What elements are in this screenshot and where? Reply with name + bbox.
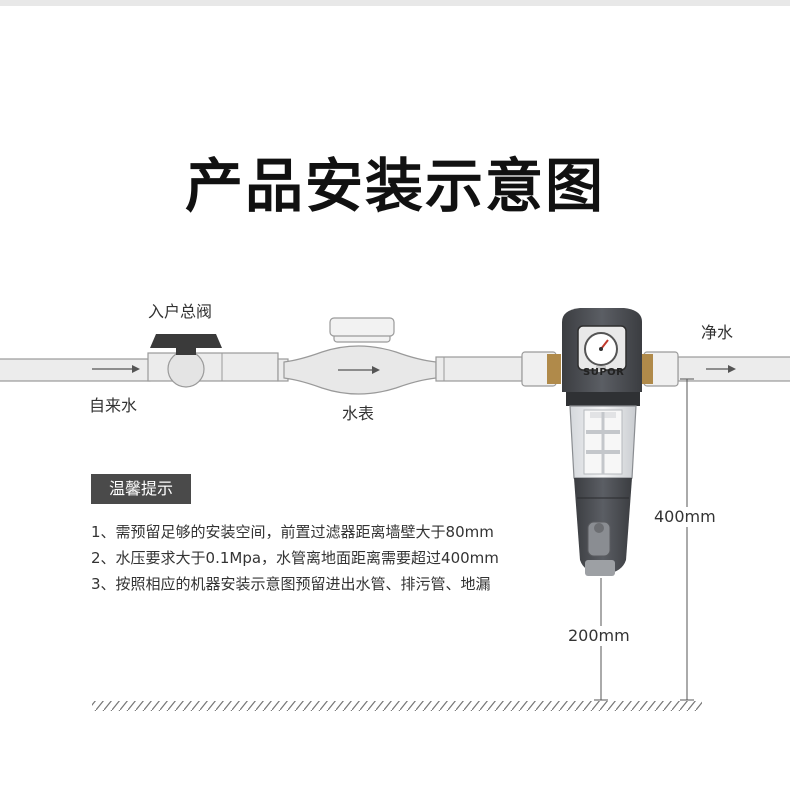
inlet-pipe bbox=[0, 358, 151, 382]
page-title: 产品安装示意图 bbox=[184, 152, 605, 220]
ground-hatch bbox=[92, 701, 702, 711]
pipe-after-meter bbox=[435, 356, 523, 382]
label-water-meter: 水表 bbox=[342, 404, 375, 423]
label-clean-water: 净水 bbox=[701, 323, 734, 342]
top-strip bbox=[0, 0, 790, 6]
tips-heading: 温馨提示 bbox=[91, 474, 191, 504]
flow-arrow-inlet bbox=[92, 365, 140, 373]
brand-logo-text: SUPOR bbox=[583, 367, 625, 378]
tip-item-2: 2、水压要求大于0.1Mpa，水管离地面距离需要超过400mm bbox=[91, 549, 499, 567]
label-height-200: 200mm bbox=[568, 626, 630, 646]
tip-item-3: 3、按照相应的机器安装示意图预留进出水管、排污管、地漏 bbox=[91, 575, 491, 593]
flow-arrow-meter bbox=[338, 366, 380, 374]
tip-item-1: 1、需预留足够的安装空间，前置过滤器距离墙壁大于80mm bbox=[91, 523, 494, 541]
water-meter-device bbox=[283, 317, 437, 395]
dimension-line-400 bbox=[680, 378, 694, 701]
flow-arrow-outlet bbox=[706, 365, 736, 373]
main-valve bbox=[147, 334, 279, 388]
label-height-400: 400mm bbox=[654, 507, 716, 527]
label-main-valve: 入户总阀 bbox=[148, 302, 213, 321]
pre-filter-device bbox=[521, 308, 679, 576]
label-tap-water: 自来水 bbox=[89, 396, 138, 415]
